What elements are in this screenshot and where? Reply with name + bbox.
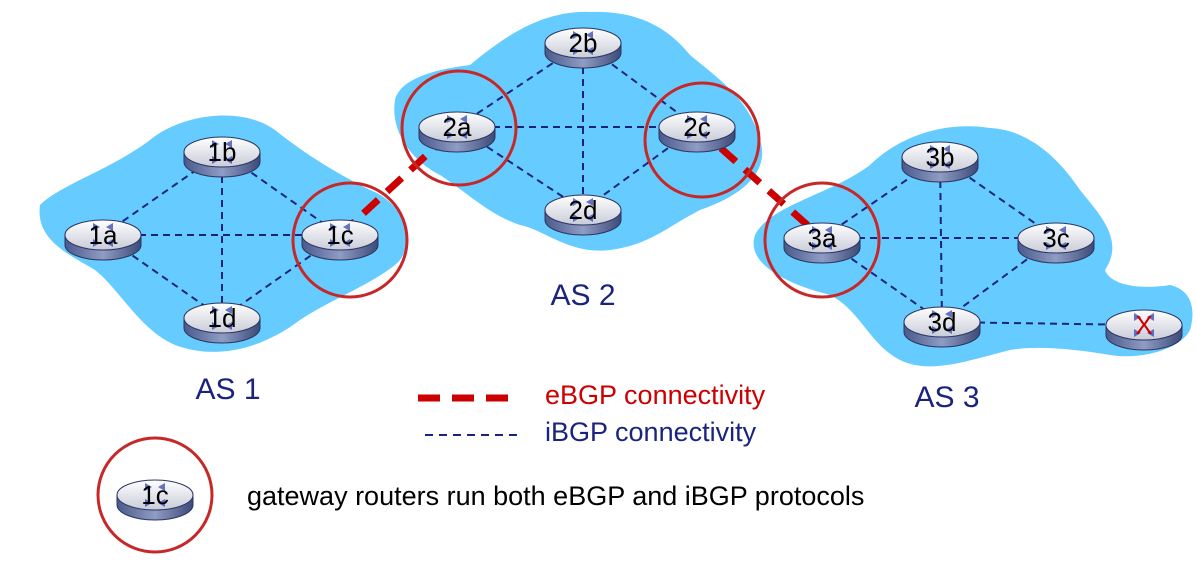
router-1d-label: 1d — [208, 303, 237, 333]
gateway-circle-1c — [291, 181, 409, 299]
router-2d: 2d — [544, 194, 622, 236]
ebgp-link-2c-3a — [694, 124, 825, 241]
router-2c-label: 2c — [683, 112, 710, 142]
router-1b-label: 1b — [208, 137, 237, 167]
router-2d-label: 2d — [569, 195, 598, 225]
legend-router-icon-label: 1c — [141, 480, 168, 510]
router-3b: 3b — [901, 141, 979, 183]
router-3a-label: 3a — [808, 223, 837, 253]
router-x-label: X — [1135, 310, 1152, 340]
router-1d: 1d — [183, 302, 261, 344]
router-2c: 2c — [658, 111, 736, 153]
gateway-circle-3a — [763, 181, 881, 299]
as1-label: AS 1 — [195, 373, 260, 406]
router-3d: 3d — [903, 306, 981, 348]
router-1c: 1c — [301, 219, 379, 261]
gateway-circle-2a — [400, 69, 518, 187]
router-2a-label: 2a — [443, 112, 472, 142]
gateway-circles — [291, 69, 881, 299]
ibgp-link-3b-3d — [939, 156, 943, 323]
legend: eBGP connectivity iBGP connectivity 1c g… — [96, 380, 864, 554]
router-1c-label: 1c — [326, 220, 353, 250]
router-1b: 1b — [183, 136, 261, 178]
routers: 1a 1b 1c 1d 2a 2b 2c 2d 3a 3b 3c 3d X — [64, 27, 1183, 351]
router-3a: 3a — [783, 222, 861, 264]
router-3b-label: 3b — [926, 142, 955, 172]
router-1a-label: 1a — [89, 220, 118, 250]
gateway-legend-circle — [96, 436, 214, 554]
router-3c: 3c — [1017, 222, 1095, 264]
as-clouds — [39, 11, 1193, 367]
router-x: X — [1105, 309, 1183, 351]
gateway-legend-text: gateway routers run both eBGP and iBGP p… — [247, 481, 864, 511]
as3-label: AS 3 — [914, 381, 979, 414]
router-2a: 2a — [418, 111, 496, 153]
ebgp-legend-label: eBGP connectivity — [545, 380, 766, 410]
as1-cloud — [39, 115, 407, 352]
router-1a: 1a — [64, 219, 142, 261]
as2-cloud — [394, 11, 763, 251]
ibgp-legend-label: iBGP connectivity — [545, 417, 757, 447]
gateway-circle-2c — [643, 81, 761, 199]
router-2b-label: 2b — [569, 28, 598, 58]
as3-cloud — [753, 126, 1193, 367]
router-2b: 2b — [544, 27, 622, 69]
legend-router-icon: 1c — [116, 479, 194, 521]
gateway-legend-router: 1c — [116, 479, 194, 521]
as2-label: AS 2 — [550, 279, 615, 312]
router-3d-label: 3d — [928, 307, 957, 337]
router-3c-label: 3c — [1042, 223, 1069, 253]
